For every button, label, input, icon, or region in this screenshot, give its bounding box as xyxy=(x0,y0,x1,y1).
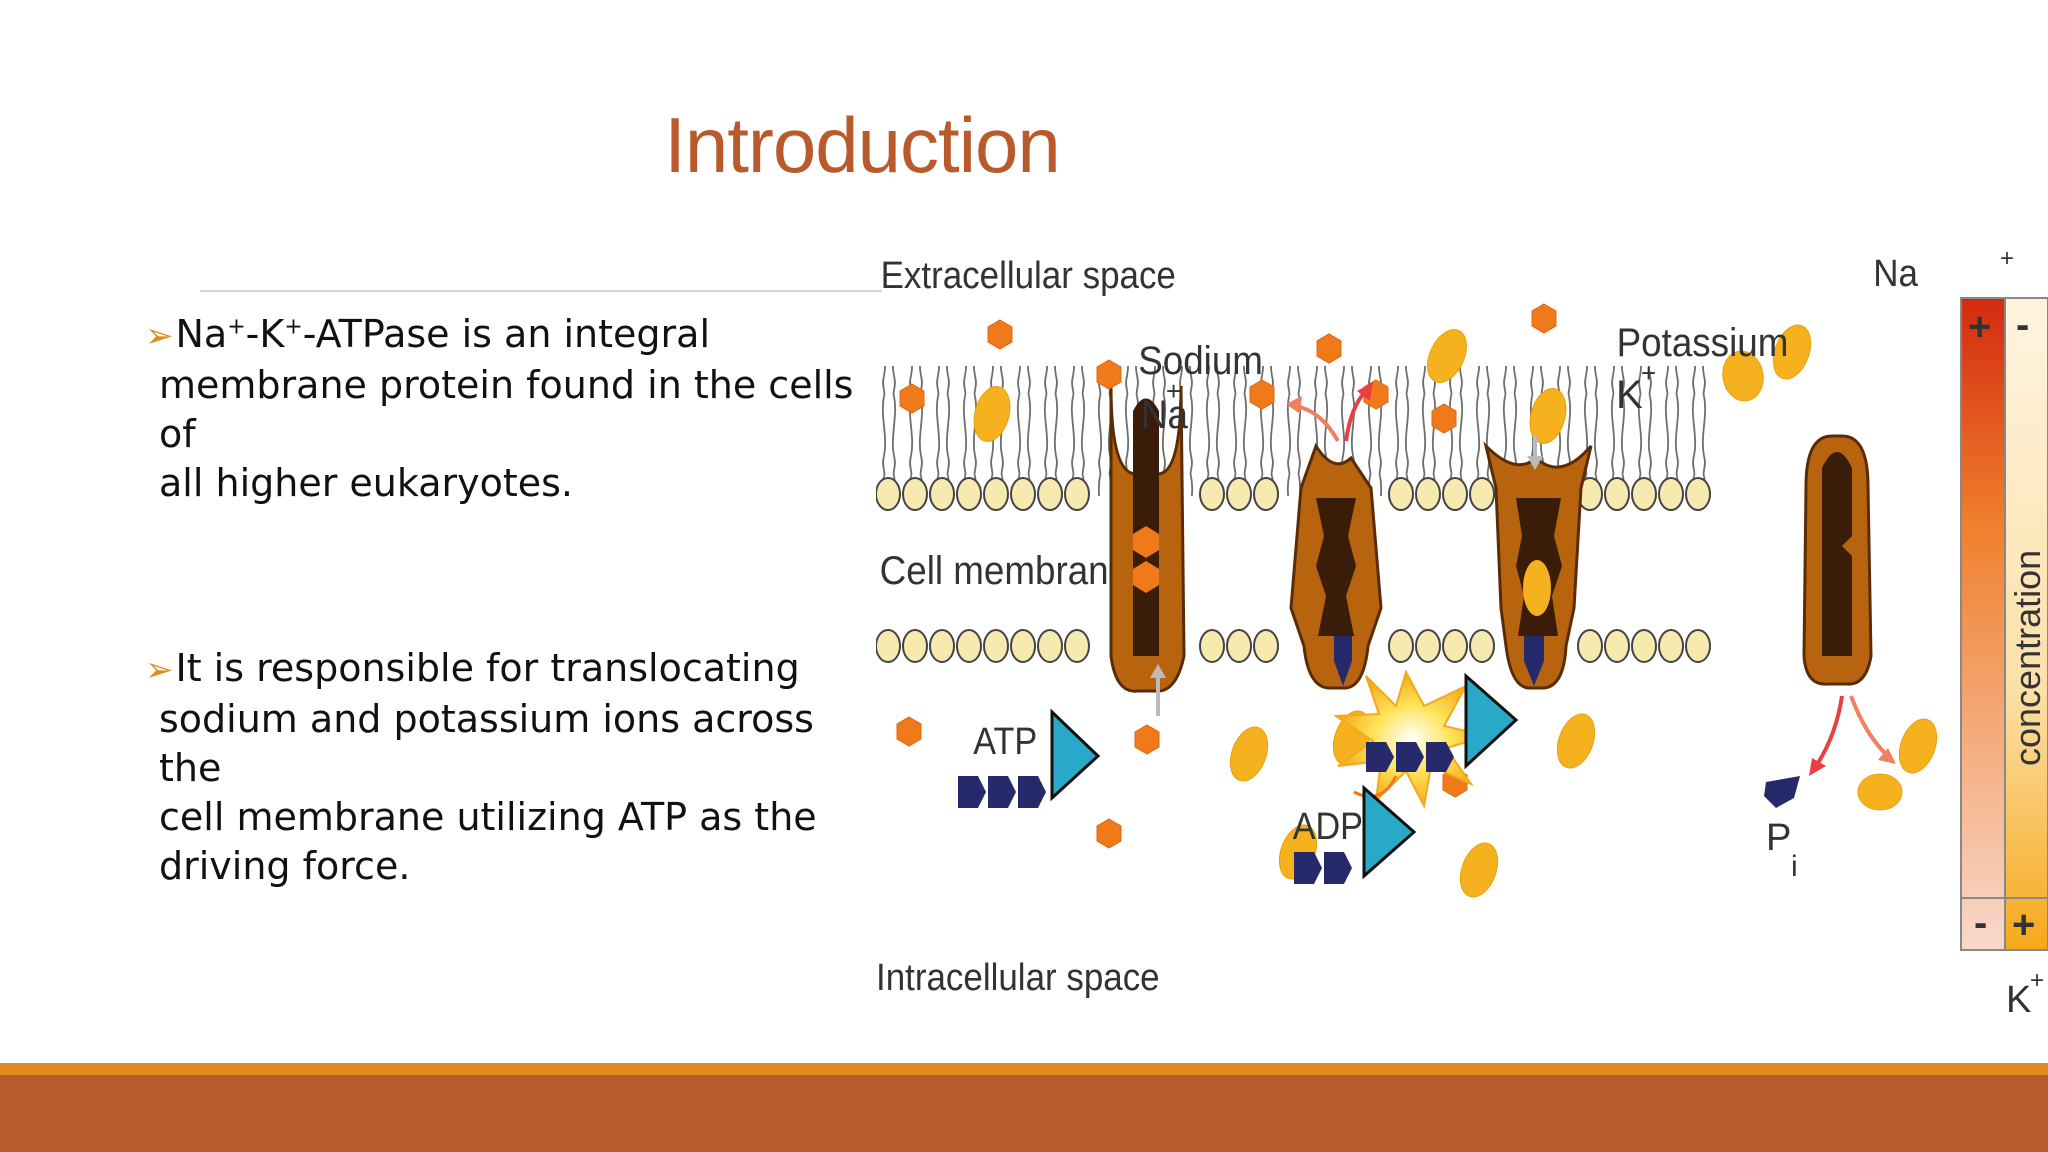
phospholipid-head xyxy=(1604,629,1630,663)
phospholipid-head xyxy=(1199,477,1225,511)
phospholipid-head xyxy=(1442,629,1468,663)
phospholipid-head xyxy=(902,477,928,511)
sodium-potassium-pump-diagram: Extracellular space Intracellular space … xyxy=(876,245,2048,1021)
bullet-line: sodium and potassium ions across the xyxy=(159,697,814,790)
svg-text:ATP: ATP xyxy=(973,719,1037,762)
na-low-sign: - xyxy=(1974,901,1987,945)
phospholipid-head xyxy=(956,629,982,663)
phospholipid-head xyxy=(1253,477,1279,511)
concentration-label: concentration xyxy=(2007,550,2048,766)
atp-bound xyxy=(1366,672,1519,772)
phospholipid-head xyxy=(1469,477,1495,511)
k-high-sign: + xyxy=(2012,903,2035,947)
phospholipid-head xyxy=(1415,477,1441,511)
phospholipid-head xyxy=(1010,629,1036,663)
sodium-symbol-label: Na xyxy=(1141,393,1189,438)
na-high-sign: + xyxy=(1968,305,1991,349)
concentration-gradient-bar: Na + + - - + concentration K + xyxy=(1873,245,2048,1021)
sodium-label: Sodium xyxy=(1138,339,1263,384)
phospholipid-head xyxy=(929,477,955,511)
phospholipid-head xyxy=(1577,629,1603,663)
bullet-item: ➢Na+-K+-ATPase is an integral membrane p… xyxy=(145,310,880,508)
phospholipid-head xyxy=(1685,477,1711,511)
potassium-plus-label: + xyxy=(1641,358,1656,388)
intracellular-label: Intracellular space xyxy=(876,956,1160,999)
extracellular-label: Extracellular space xyxy=(881,254,1176,297)
bullet-text: Na+-K+-ATPase is an integral xyxy=(175,312,711,356)
phospholipid-head xyxy=(1388,477,1414,511)
inorganic-phosphate: P i xyxy=(1764,776,1800,883)
phospholipid-head xyxy=(1226,477,1252,511)
k-gradient-plus: + xyxy=(2030,967,2044,994)
phospholipid-head xyxy=(1199,629,1225,663)
pump-protein-1 xyxy=(1109,385,1186,693)
k-gradient-label: K xyxy=(2006,979,2031,1021)
sodium-plus-label: + xyxy=(1166,376,1181,406)
potassium-label: Potassium xyxy=(1617,321,1789,366)
phospholipid-head xyxy=(1037,629,1063,663)
phospholipid-head xyxy=(983,477,1009,511)
phospholipid-head xyxy=(1658,477,1684,511)
phospholipid-head xyxy=(1631,629,1657,663)
arrow-bullet-icon: ➢ xyxy=(145,650,174,690)
phospholipid-head xyxy=(1631,477,1657,511)
slide-title: Introduction xyxy=(664,101,1061,189)
phospholipid-head xyxy=(983,629,1009,663)
svg-text:i: i xyxy=(1791,850,1798,883)
svg-text:ADP: ADP xyxy=(1293,804,1363,847)
phospholipid-head xyxy=(956,477,982,511)
bullet-line: driving force. xyxy=(159,844,411,888)
potassium-symbol-label: K xyxy=(1616,373,1643,417)
phospholipid-head xyxy=(1469,629,1495,663)
adp-molecule: ADP xyxy=(1293,784,1417,884)
phospholipid-head xyxy=(1658,629,1684,663)
cell-membrane-label: Cell membrane xyxy=(880,549,1129,594)
footer-accent-line xyxy=(0,1063,2048,1075)
footer-bar xyxy=(0,1075,2048,1152)
phosphate-markers xyxy=(1334,636,1544,686)
ion-flow-arrows xyxy=(1150,382,1896,776)
phospholipid-head xyxy=(1064,629,1090,663)
pump-protein-2 xyxy=(1289,442,1383,690)
na-gradient-plus: + xyxy=(2000,245,2014,272)
phospholipid-head xyxy=(1388,629,1414,663)
pump-protein-4 xyxy=(1802,434,1873,686)
bullet-text: It is responsible for translocating xyxy=(175,646,800,690)
pump-protein-3 xyxy=(1483,441,1593,690)
na-gradient-label: Na xyxy=(1873,252,1918,295)
phospholipid-head xyxy=(1415,629,1441,663)
atp-molecule: ATP xyxy=(958,708,1101,808)
phospholipid-head xyxy=(1226,629,1252,663)
bullet-line: all higher eukaryotes. xyxy=(159,461,574,505)
svg-text:P: P xyxy=(1766,817,1791,859)
bullet-line: cell membrane utilizing ATP as the xyxy=(159,795,817,839)
phospholipid-head xyxy=(929,629,955,663)
bullet-item: ➢It is responsible for translocating sod… xyxy=(145,644,880,891)
phospholipid-head xyxy=(876,629,901,663)
arrow-bullet-icon: ➢ xyxy=(145,316,174,356)
title-divider xyxy=(200,290,882,292)
phospholipid-head xyxy=(1253,629,1279,663)
phospholipid-head xyxy=(1604,477,1630,511)
phospholipid-head xyxy=(902,629,928,663)
lipid-bilayer xyxy=(876,366,1711,663)
phospholipid-head xyxy=(1442,477,1468,511)
phospholipid-head xyxy=(1037,477,1063,511)
phospholipid-head xyxy=(1010,477,1036,511)
phospholipid-head xyxy=(1685,629,1711,663)
phospholipid-head xyxy=(1064,477,1090,511)
bullet-line: membrane protein found in the cells of xyxy=(159,363,854,456)
k-low-sign: - xyxy=(2016,303,2029,347)
phospholipid-head xyxy=(876,477,901,511)
